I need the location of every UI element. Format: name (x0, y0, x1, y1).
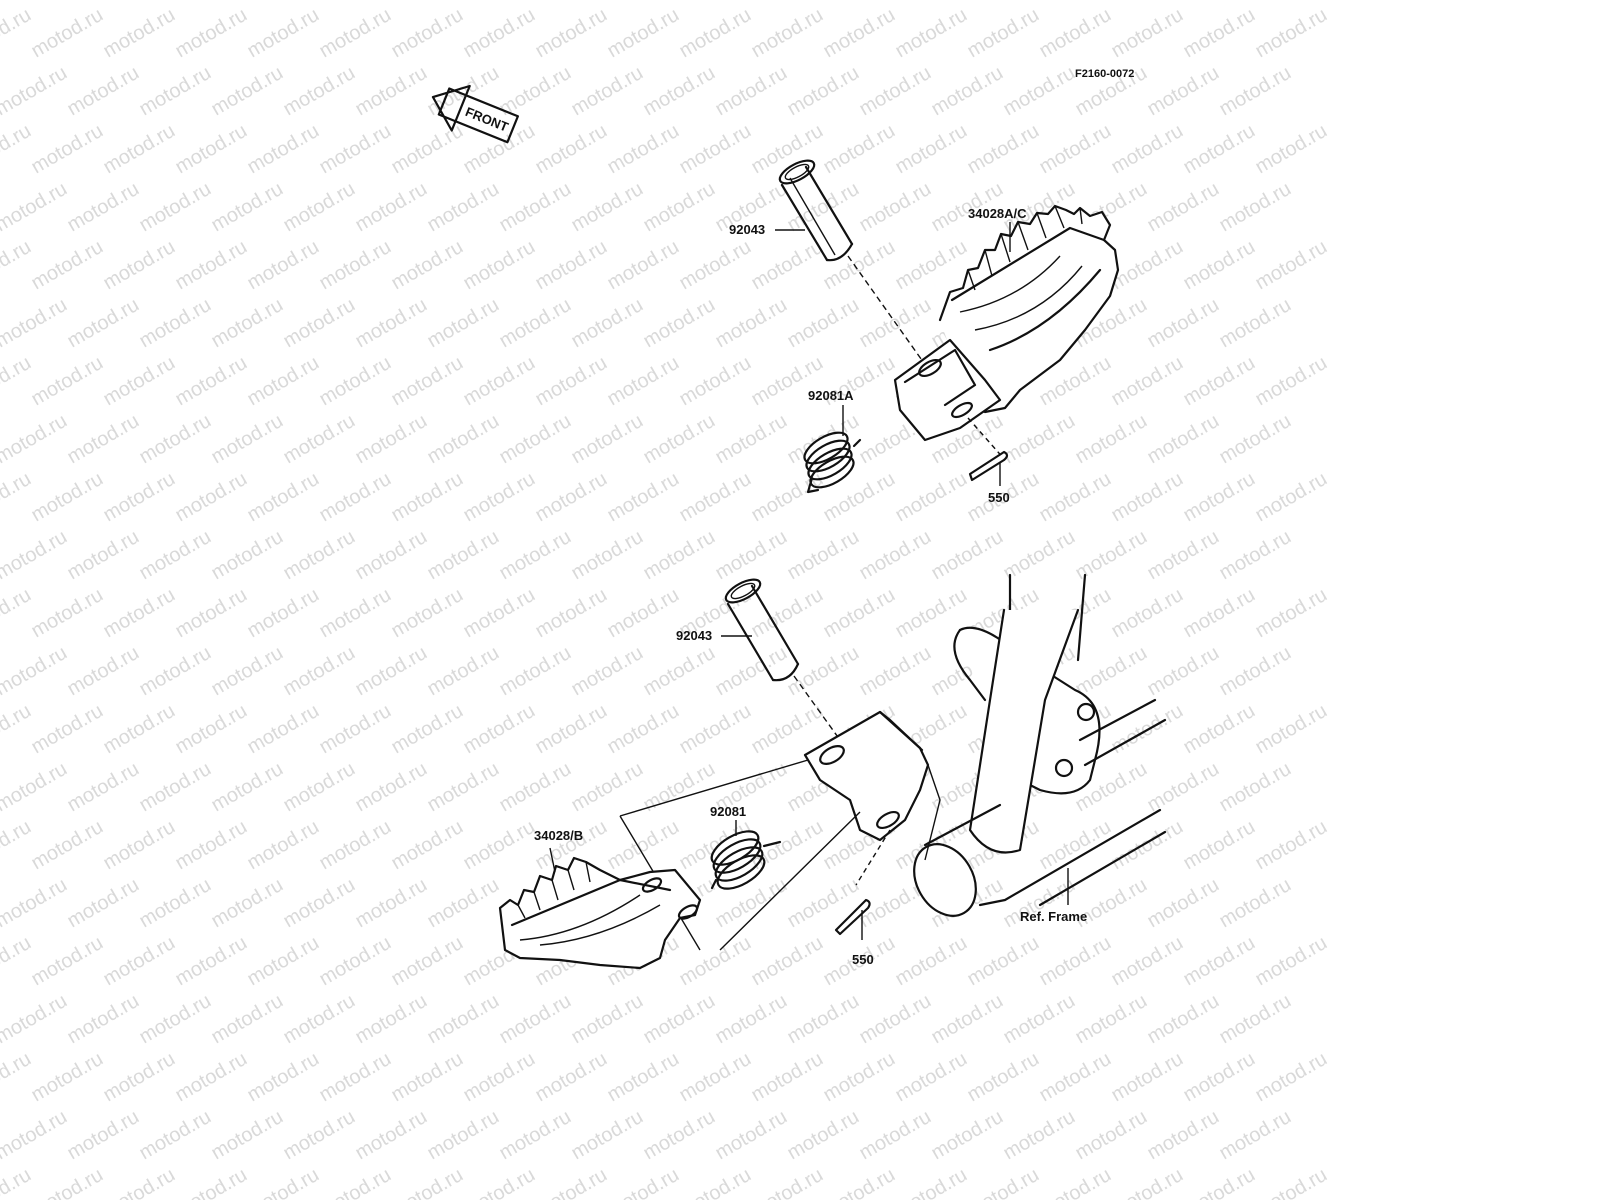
spring-upper (803, 431, 862, 494)
footpeg-bracket-lower (803, 710, 941, 886)
footpeg-lower (498, 856, 702, 970)
label-cotter-upper: 550 (988, 490, 1010, 505)
label-spring-upper: 92081A (808, 388, 854, 403)
leader-footpeg-lower (549, 847, 556, 873)
front-arrow-label: FRONT (463, 104, 510, 135)
reference-frame (913, 573, 1167, 917)
cotter-pin-lower (834, 898, 871, 936)
label-frame: Ref. Frame (1020, 909, 1087, 924)
label-footpeg-upper: 34028A/C (968, 206, 1027, 221)
footpeg-upper (893, 204, 1120, 461)
drawing-code: F2160-0072 (1075, 68, 1134, 80)
front-arrow-icon: FRONT (431, 84, 519, 144)
label-pin-upper: 92043 (729, 222, 765, 237)
label-pin-lower: 92043 (676, 628, 712, 643)
cotter-pin-upper (968, 450, 1009, 482)
label-spring-lower: 92081 (710, 804, 746, 819)
label-cotter-lower: 550 (852, 952, 874, 967)
pivot-pin-upper (778, 159, 937, 381)
label-footpeg-lower: 34028/B (534, 828, 583, 843)
pivot-pin-lower (724, 578, 841, 741)
spring-lower (710, 830, 782, 890)
